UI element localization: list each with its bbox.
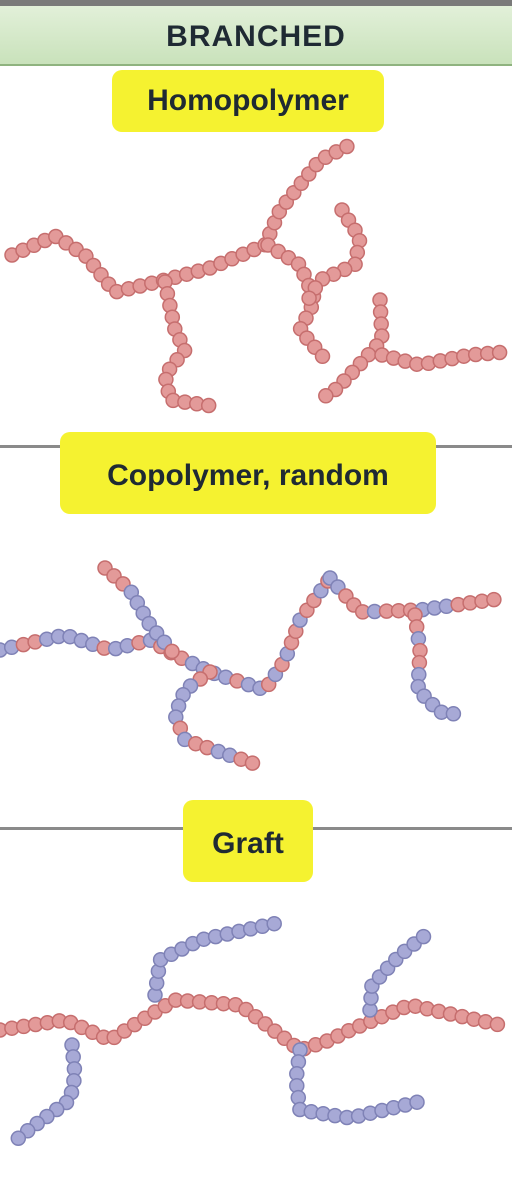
homopolymer-branch-4 xyxy=(318,292,390,404)
homopolymer-branch-1 xyxy=(157,274,217,414)
monomer-b-bead xyxy=(445,706,462,722)
monomer-a-bead xyxy=(318,388,334,404)
graft-branch-4 xyxy=(289,1042,425,1126)
copolymer-branch-2 xyxy=(168,664,261,771)
copolymer-branch-1 xyxy=(97,560,180,660)
monomer-b-bead xyxy=(10,1130,27,1147)
graft-branch-1 xyxy=(147,915,282,1003)
monomer-b-bead xyxy=(415,928,432,945)
graft-branch-3 xyxy=(362,928,432,1018)
monomer-a-bead xyxy=(314,348,331,365)
monomer-a-bead xyxy=(486,591,502,608)
monomer-a-bead xyxy=(200,397,217,414)
monomer-a-bead xyxy=(339,138,355,155)
graft-backbone xyxy=(0,992,506,1057)
graft-branch-2 xyxy=(10,1037,83,1147)
monomer-a-bead xyxy=(301,290,317,306)
homopolymer-branch-5 xyxy=(374,344,508,372)
label-homopolymer: Homopolymer xyxy=(112,70,384,132)
monomer-a-bead xyxy=(491,344,508,361)
monomer-b-bead xyxy=(266,915,282,932)
label-graft: Graft xyxy=(183,800,313,882)
homopolymer-branch-2 xyxy=(260,237,331,365)
label-copolymer-random: Copolymer, random xyxy=(60,432,436,514)
monomer-a-bead xyxy=(244,755,261,771)
monomer-a-bead xyxy=(164,643,180,660)
copolymer-main-chain xyxy=(0,573,336,697)
header-bar: BRANCHED xyxy=(0,0,512,66)
copolymer-branch-3 xyxy=(322,570,502,620)
homopolymer-branch-3 xyxy=(301,202,368,306)
copolymer-branch-4 xyxy=(407,607,462,722)
header-title: BRANCHED xyxy=(166,20,346,53)
monomer-b-bead xyxy=(409,1094,425,1110)
monomer-a-bead xyxy=(489,1016,506,1033)
